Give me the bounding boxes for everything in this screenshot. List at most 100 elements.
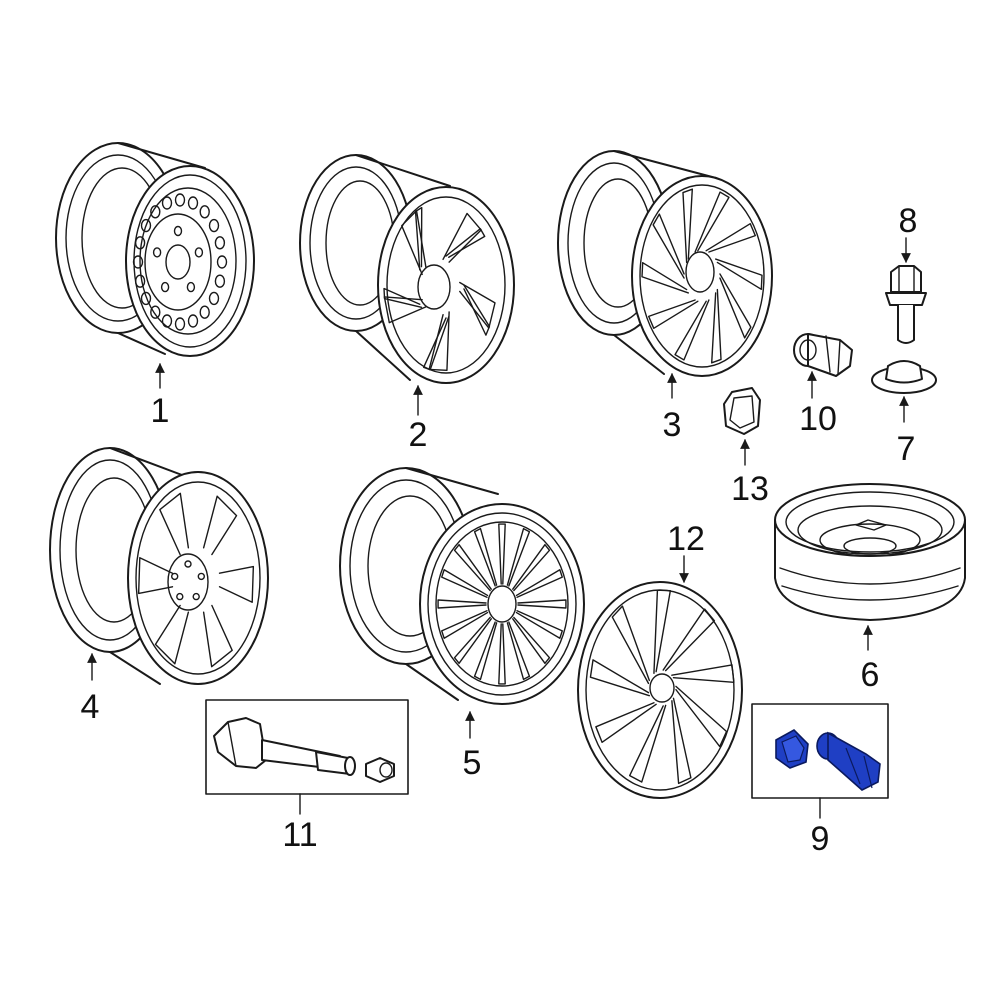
spoke [517,599,567,609]
callout-9: 9 [811,820,830,858]
spoke [453,616,492,665]
part-4-alloy-wheel[interactable] [49,447,269,685]
part-11-tpms-sensor-kit[interactable] [205,699,409,795]
vent-hole [140,218,152,233]
vent-hole [150,205,161,219]
part-9-lug-nut-kit[interactable] [751,703,889,799]
vent-hole [187,196,199,210]
lug-hole [170,572,179,581]
part-9-cap-highlighted [775,729,809,769]
vent-hole [161,314,173,328]
spoke-split [383,287,423,309]
spoke-split [445,228,486,258]
spoke [714,258,763,290]
vent-hole [140,291,152,306]
callout-10: 10 [799,400,837,438]
spoke [383,296,427,324]
spoke [674,299,710,361]
spoke [589,659,651,697]
spoke [662,608,716,672]
spoke [442,212,482,263]
vent-hole [214,274,226,288]
part-5-alloy-wheel[interactable] [339,467,585,705]
spoke [694,191,730,253]
vent-hole [132,255,144,269]
spoke [515,610,563,639]
spoke [202,604,233,668]
callout-7: 7 [897,430,916,468]
vent-hole [161,196,173,210]
part-2-alloy-wheel[interactable] [299,154,515,384]
part-10-lug-nut[interactable] [793,333,853,377]
spoke [653,589,672,674]
spoke [675,685,728,748]
spoke-split [463,284,491,336]
spoke [473,527,498,587]
callout-1: 1 [151,392,170,430]
callout-13: 13 [731,470,769,508]
callout-2: 2 [409,416,428,454]
spoke [506,527,531,587]
lug-hole [160,281,170,293]
spoke [473,621,498,681]
spoke [711,288,722,364]
spoke [512,543,551,592]
spoke [202,495,238,556]
spoke [595,702,657,743]
spoke [611,605,651,685]
spoke [647,299,699,330]
spoke [137,557,174,595]
lug-hole [173,225,183,237]
spoke-split [414,206,423,271]
spoke [154,604,190,665]
vent-hole [150,305,161,319]
spoke [641,262,690,294]
spoke [441,569,489,598]
vent-hole [216,255,228,269]
vent-hole [199,205,210,219]
part-6-spare-wheel[interactable] [774,483,966,621]
callout-6: 6 [861,656,880,694]
part-1-steel-wheel[interactable] [55,142,255,357]
spoke [628,704,667,783]
callout-3: 3 [663,406,682,444]
lug-hole [194,247,204,258]
spoke [682,188,693,264]
vent-hole [174,317,186,331]
spoke [218,565,255,603]
spoke [705,222,757,253]
part-12-wheel-cover[interactable] [577,581,743,799]
callout-11: 11 [282,816,317,854]
vent-hole [187,314,199,328]
spoke [652,213,685,279]
spoke [671,697,692,785]
spoke [506,621,531,681]
vent-hole [134,274,146,288]
lug-hole [152,247,162,258]
callout-4: 4 [81,688,100,726]
part-7-center-cap[interactable] [871,360,937,394]
vent-hole [214,236,226,250]
spoke [671,664,735,684]
vent-hole [199,305,210,319]
spoke [437,599,487,609]
callout-5: 5 [463,744,482,782]
part-8-valve-stem[interactable] [885,265,927,344]
part-3-alloy-wheel[interactable] [557,150,773,377]
spoke [719,273,752,339]
spoke [512,616,551,665]
vent-hole [208,291,220,306]
spoke-split [422,316,450,371]
spoke [441,610,489,639]
vent-hole [134,236,146,250]
lug-hole [192,592,200,601]
spoke [498,523,506,585]
callout-8: 8 [899,202,918,240]
vent-hole [208,218,220,233]
callout-12: 12 [667,520,705,558]
lug-hole [186,281,196,293]
part-13-center-cap[interactable] [723,387,761,435]
spoke [428,311,450,372]
spoke [453,543,492,592]
lug-hole [176,592,184,601]
